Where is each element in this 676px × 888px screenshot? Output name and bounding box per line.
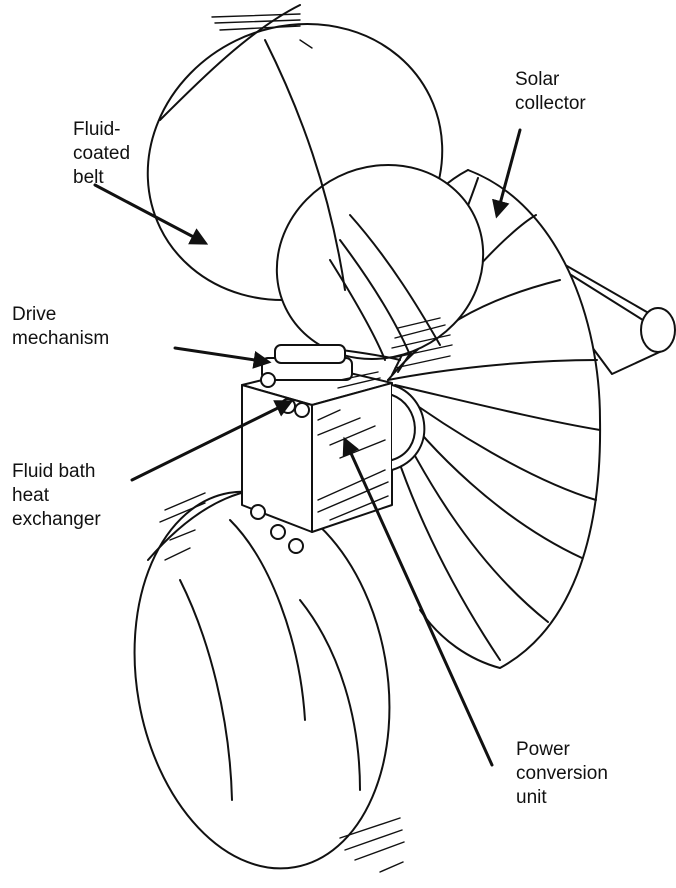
lower-belt [106, 471, 418, 888]
label-drive-mechanism: Drive mechanism [12, 303, 109, 351]
label-solar-collector: Solar collector [515, 68, 586, 116]
label-fluid-bath-heat-exchanger: Fluid bath heat exchanger [12, 460, 101, 532]
label-power-conversion-unit: Power conversion unit [516, 738, 608, 810]
label-fluid-coated-belt: Fluid- coated belt [73, 118, 130, 190]
